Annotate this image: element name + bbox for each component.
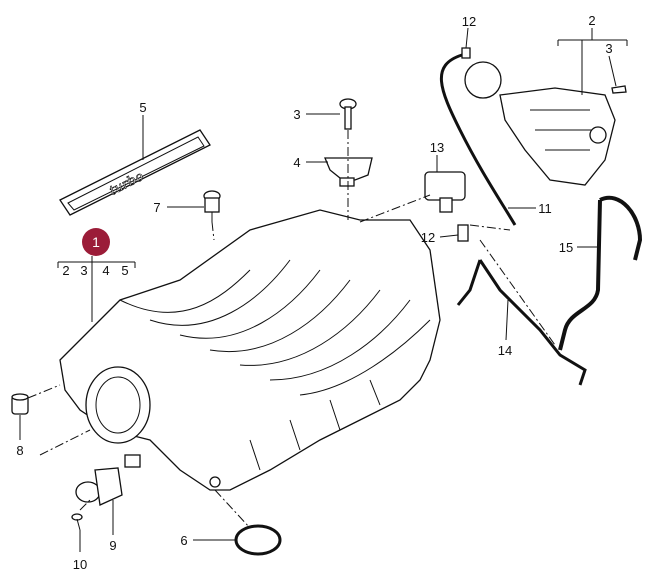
hose-right[interactable] bbox=[558, 195, 643, 351]
callout-10[interactable]: 10 bbox=[73, 557, 87, 572]
bleed-screw-part[interactable] bbox=[203, 190, 221, 222]
callout-7[interactable]: 7 bbox=[153, 200, 160, 215]
screw-part[interactable] bbox=[71, 513, 83, 531]
subpart-4: 4 bbox=[102, 263, 109, 278]
sensor-part[interactable] bbox=[75, 454, 141, 506]
callout-9[interactable]: 9 bbox=[109, 538, 116, 553]
assembly-lines bbox=[27, 130, 556, 529]
callout-4[interactable]: 4 bbox=[293, 155, 300, 170]
callout-5[interactable]: 5 bbox=[139, 100, 146, 115]
callout-2[interactable]: 2 bbox=[588, 13, 595, 28]
callout-14[interactable]: 14 bbox=[498, 343, 512, 358]
callout-13[interactable]: 13 bbox=[430, 140, 444, 155]
callout-6[interactable]: 6 bbox=[180, 533, 187, 548]
leader-lines bbox=[19, 27, 628, 552]
solenoid-valve[interactable] bbox=[424, 171, 469, 242]
callout-8[interactable]: 8 bbox=[16, 443, 23, 458]
callout-11[interactable]: 11 bbox=[538, 201, 552, 216]
hose-upper[interactable] bbox=[439, 53, 517, 226]
callout-1[interactable]: 1 bbox=[92, 234, 100, 250]
turbo-badge[interactable]: turbo bbox=[59, 129, 211, 216]
bolt-part[interactable] bbox=[339, 98, 357, 130]
callout-3[interactable]: 3 bbox=[293, 107, 300, 122]
callout-15[interactable]: 15 bbox=[559, 240, 573, 255]
callout-3-top[interactable]: 3 bbox=[605, 41, 612, 56]
highlight-circle[interactable] bbox=[82, 228, 110, 256]
intake-manifold[interactable] bbox=[59, 209, 441, 491]
gasket-part[interactable] bbox=[234, 524, 282, 556]
actuator-assembly[interactable] bbox=[461, 47, 627, 186]
callout-12[interactable]: 12 bbox=[421, 230, 435, 245]
cap-part[interactable] bbox=[11, 393, 29, 415]
subpart-5: 5 bbox=[121, 263, 128, 278]
hose-lower[interactable] bbox=[456, 259, 587, 386]
subpart-2: 2 bbox=[62, 263, 69, 278]
subpart-3: 3 bbox=[80, 263, 87, 278]
callout-12-top[interactable]: 12 bbox=[462, 14, 476, 29]
